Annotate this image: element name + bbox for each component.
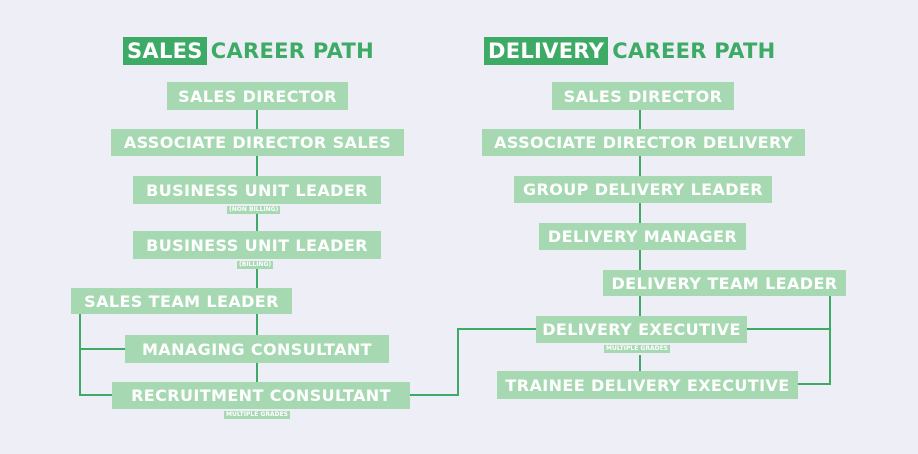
trainee-delivery-executive-box: TRAINEE DELIVERY EXECUTIVE bbox=[497, 371, 798, 399]
sales-bracket bbox=[79, 314, 112, 396]
delivery-sales-director-box: SALES DIRECTOR bbox=[552, 82, 734, 110]
business-unit-leader-billing-box: BUSINESS UNIT LEADER bbox=[133, 231, 381, 259]
delivery-team-leader-box: DELIVERY TEAM LEADER bbox=[603, 270, 846, 296]
nonbilling-tag: (NON BILLING) bbox=[227, 206, 281, 214]
delivery-executive-box: DELIVERY EXECUTIVE bbox=[536, 316, 747, 343]
business-unit-leader-nonbilling-box: BUSINESS UNIT LEADER bbox=[133, 176, 381, 204]
associate-director-delivery-box: ASSOCIATE DIRECTOR DELIVERY bbox=[482, 129, 805, 156]
delivery-manager-box: DELIVERY MANAGER bbox=[539, 223, 746, 250]
delivery-title-rest: CAREER PATH bbox=[612, 39, 776, 63]
delivery-title-highlight: DELIVERY bbox=[484, 37, 609, 65]
sales-title-rest: CAREER PATH bbox=[210, 39, 375, 63]
delivery-multiple-grades-tag: MULTIPLE GRADES bbox=[604, 345, 670, 353]
group-delivery-leader-box: GROUP DELIVERY LEADER bbox=[514, 176, 772, 203]
sales-director-box: SALES DIRECTOR bbox=[167, 82, 348, 110]
delivery-title: DELIVERY CAREER PATH bbox=[484, 37, 776, 65]
sales-title: SALES CAREER PATH bbox=[123, 37, 374, 65]
sales-team-leader-box: SALES TEAM LEADER bbox=[71, 288, 292, 314]
associate-director-sales-box: ASSOCIATE DIRECTOR SALES bbox=[111, 129, 404, 156]
billing-tag: (BILLING) bbox=[237, 261, 274, 269]
cross-connector bbox=[410, 328, 536, 396]
recruitment-consultant-box: RECRUITMENT CONSULTANT bbox=[112, 382, 410, 409]
recruitment-multiple-grades-tag: MULTIPLE GRADES bbox=[224, 411, 290, 419]
sales-title-highlight: SALES bbox=[123, 37, 207, 65]
delivery-bracket bbox=[798, 296, 831, 385]
managing-consultant-box: MANAGING CONSULTANT bbox=[125, 335, 389, 363]
